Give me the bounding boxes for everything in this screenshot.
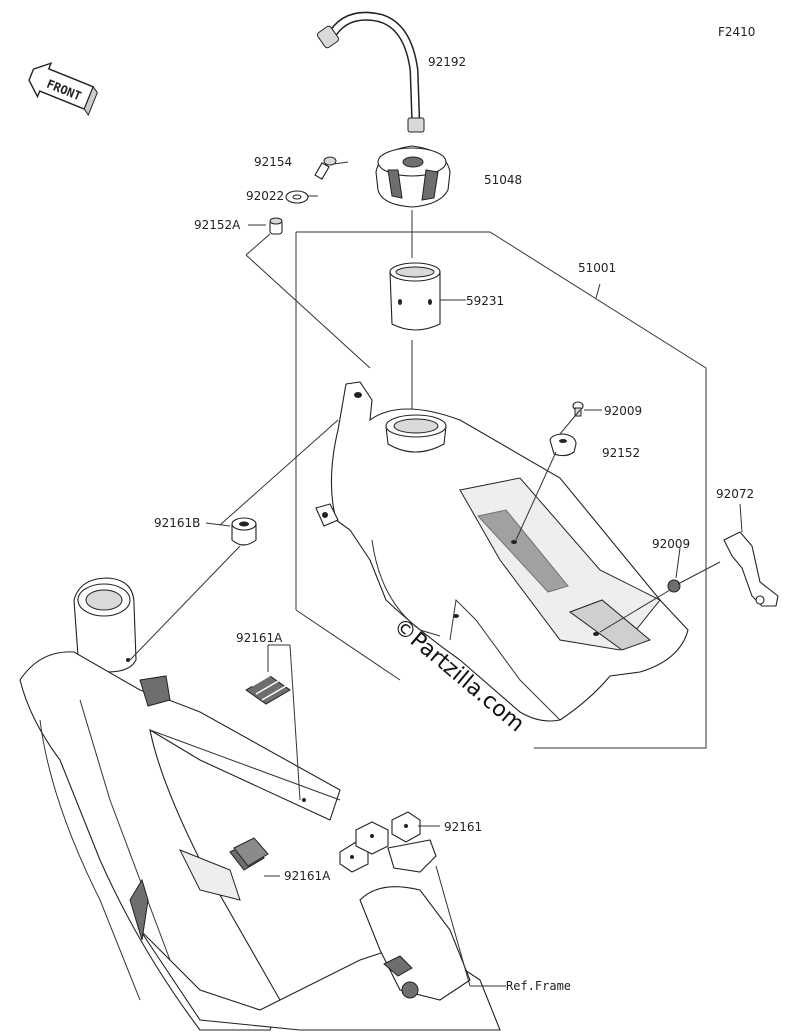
screw-92009-top xyxy=(572,401,584,417)
label-92072: 92072 xyxy=(716,487,754,501)
damper-92152A xyxy=(269,217,283,235)
label-59231: 59231 xyxy=(466,294,504,308)
pad-92161A-upper xyxy=(245,671,291,705)
label-92009-side: 92009 xyxy=(652,537,690,551)
label-92009-top: 92009 xyxy=(604,404,642,418)
dampers-92161 xyxy=(339,811,437,873)
fuel-cap xyxy=(375,145,451,208)
label-92161A-upper: 92161A xyxy=(236,631,283,645)
fuel-filter xyxy=(389,262,441,331)
label-51048: 51048 xyxy=(484,173,522,187)
label-92152: 92152 xyxy=(602,446,640,460)
fuel-tank xyxy=(315,381,689,722)
diagram-code: F2410 xyxy=(718,25,755,39)
label-92161A-lower: 92161A xyxy=(284,869,331,883)
label-ref-frame: Ref.Frame xyxy=(506,979,571,993)
label-92161: 92161 xyxy=(444,820,482,834)
damper-92152 xyxy=(549,433,577,457)
label-92154: 92154 xyxy=(254,155,292,169)
label-92192: 92192 xyxy=(428,55,466,69)
bolt-92154 xyxy=(314,156,337,180)
washer-92022 xyxy=(285,190,309,204)
label-92161B: 92161B xyxy=(154,516,200,530)
breather-hose xyxy=(316,11,425,133)
label-51001: 51001 xyxy=(578,261,616,275)
pad-92161A-lower xyxy=(229,837,269,871)
tank-strap xyxy=(723,531,779,607)
label-92022: 92022 xyxy=(246,189,284,203)
frame xyxy=(19,577,501,1031)
damper-92161B xyxy=(231,517,257,546)
front-arrow-icon: FRONT xyxy=(28,62,98,117)
label-92152A: 92152A xyxy=(194,218,241,232)
screw-92009-side xyxy=(667,579,681,593)
